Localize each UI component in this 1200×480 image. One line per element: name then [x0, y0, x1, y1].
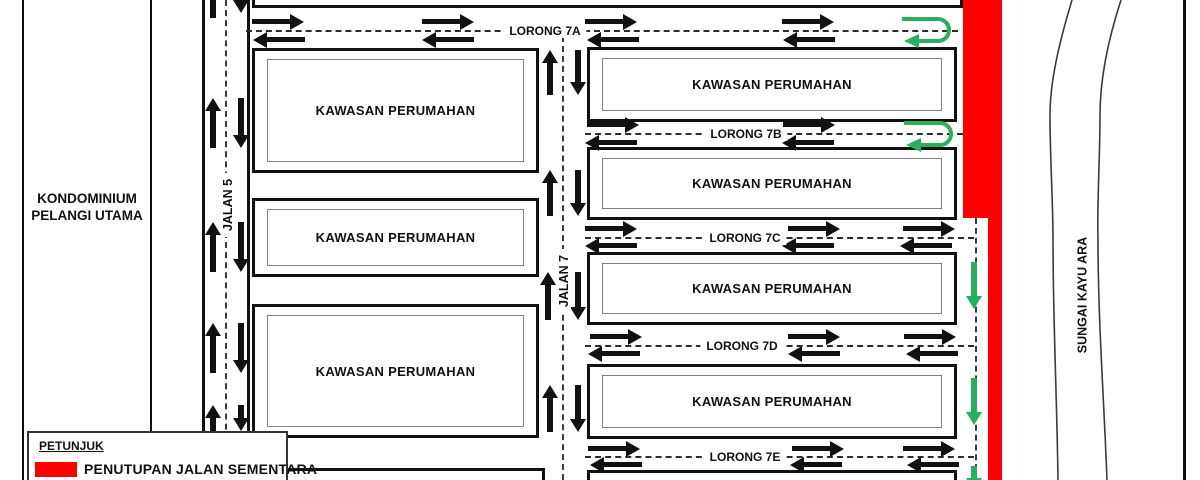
jalan5-centerline [225, 0, 227, 480]
traffic-arrow-left-icon [599, 243, 637, 248]
diversion-arrow-down-icon [971, 262, 977, 296]
housing-block-inner: KAWASAN PERUMAHAN [602, 375, 942, 428]
lorong7c-label: LORONG 7C [703, 231, 787, 245]
traffic-arrow-up-icon [210, 336, 216, 373]
traffic-arrow-left-icon [921, 462, 959, 467]
lorong7b-label: LORONG 7B [704, 127, 788, 141]
traffic-arrow-left-icon [920, 351, 958, 356]
traffic-arrow-up-icon [547, 63, 553, 95]
traffic-arrow-left-icon [436, 37, 474, 42]
traffic-arrow-left-icon [599, 140, 637, 145]
traffic-arrow-down-icon [238, 323, 244, 360]
diversion-arrow-down-icon [971, 378, 977, 412]
lorong7a-label: LORONG 7A [503, 24, 587, 38]
traffic-arrow-right-icon [252, 19, 290, 24]
housing-block-label: KAWASAN PERUMAHAN [692, 176, 852, 191]
housing-block-inner: KAWASAN PERUMAHAN [267, 209, 524, 266]
housing-block: KAWASAN PERUMAHAN [252, 304, 539, 438]
lorong7d-label: LORONG 7D [700, 339, 784, 353]
jalan5-west-edge [202, 0, 205, 480]
legend-item-label: PENUTUPAN JALAN SEMENTARA [84, 461, 318, 477]
legend-item: PENUTUPAN JALAN SEMENTARA [35, 461, 317, 477]
housing-block-label: KAWASAN PERUMAHAN [315, 363, 476, 379]
lorong7e-label: LORONG 7E [703, 450, 787, 464]
housing-block: KAWASAN PERUMAHAN [587, 252, 957, 325]
housing-block-label: KAWASAN PERUMAHAN [692, 77, 852, 92]
traffic-arrow-down-icon [238, 98, 244, 135]
traffic-arrow-down-icon [575, 170, 581, 203]
closure-bar-narrow [988, 218, 1002, 480]
traffic-arrow-right-icon [788, 226, 826, 231]
housing-block-label: KAWASAN PERUMAHAN [315, 230, 476, 245]
traffic-arrow-right-icon [782, 19, 820, 24]
u-turn-arrow-icon [902, 17, 951, 48]
diversion-arrow-down-icon [971, 466, 977, 478]
housing-block: KAWASAN PERUMAHAN [252, 198, 539, 277]
closure-bar-wide [963, 0, 1002, 218]
housing-block: KAWASAN PERUMAHAN [587, 364, 957, 439]
housing-block-top [252, 0, 963, 8]
traffic-arrow-down-icon [575, 385, 581, 419]
traffic-arrow-right-icon [588, 446, 626, 451]
traffic-arrow-right-icon [585, 226, 623, 231]
jalan7-label: JALAN 7 [557, 249, 571, 313]
jalan5-label: JALAN 5 [221, 173, 235, 237]
traffic-arrow-down-icon [238, 222, 244, 259]
traffic-arrow-left-icon [602, 351, 640, 356]
traffic-arrow-left-icon [796, 243, 834, 248]
traffic-arrow-up-icon [547, 183, 553, 216]
kondominium-label: KONDOMINIUM PELANGI UTAMA [31, 191, 143, 223]
housing-block-inner: KAWASAN PERUMAHAN [602, 158, 942, 209]
housing-block-inner: KAWASAN PERUMAHAN [267, 315, 524, 427]
map-right-border [1183, 0, 1186, 480]
closure-color-swatch [35, 461, 77, 477]
housing-block-inner: KAWASAN PERUMAHAN [267, 59, 524, 162]
traffic-arrow-left-icon [267, 37, 305, 42]
jalan5-east-edge [247, 0, 250, 480]
traffic-arrow-left-icon [796, 140, 834, 145]
lorong7a-centerline [246, 30, 958, 32]
traffic-arrow-up-icon [210, 418, 216, 431]
housing-block: KAWASAN PERUMAHAN [587, 47, 957, 122]
traffic-arrow-up-icon [210, 0, 216, 18]
housing-block-inner: KAWASAN PERUMAHAN [602, 263, 942, 314]
traffic-arrow-up-icon [210, 111, 216, 148]
traffic-arrow-up-icon [210, 235, 216, 272]
kondominium-block [22, 0, 152, 480]
traffic-arrow-right-icon [792, 446, 830, 451]
legend: PETUNJUK PENUTUPAN JALAN SEMENTARA [27, 431, 317, 480]
traffic-arrow-right-icon [904, 334, 942, 339]
housing-block: KAWASAN PERUMAHAN [252, 48, 539, 173]
traffic-arrow-left-icon [914, 243, 952, 248]
traffic-arrow-down-icon [575, 50, 581, 82]
housing-block-label: KAWASAN PERUMAHAN [692, 281, 852, 296]
traffic-arrow-right-icon [903, 446, 941, 451]
traffic-arrow-right-icon [788, 334, 826, 339]
traffic-arrow-up-icon [547, 398, 553, 432]
u-turn-arrow-icon [904, 121, 953, 152]
housing-block-inner: KAWASAN PERUMAHAN [602, 58, 942, 111]
traffic-arrow-left-icon [802, 351, 840, 356]
traffic-arrow-right-icon [422, 19, 460, 24]
traffic-arrow-down-icon [238, 405, 244, 418]
housing-block-bottom-right [587, 470, 957, 480]
housing-block-label: KAWASAN PERUMAHAN [315, 103, 476, 118]
housing-block: KAWASAN PERUMAHAN [587, 147, 957, 220]
diversion-road-centerline [975, 218, 977, 480]
traffic-arrow-down-icon [575, 272, 581, 307]
traffic-arrow-right-icon [783, 122, 821, 127]
traffic-arrow-right-icon [585, 19, 623, 24]
traffic-arrow-up-icon [545, 285, 551, 320]
housing-block-label: KAWASAN PERUMAHAN [692, 394, 852, 409]
river-lines [1049, 0, 1122, 480]
traffic-arrow-left-icon [601, 37, 639, 42]
traffic-arrow-right-icon [590, 334, 628, 339]
traffic-arrow-right-icon [903, 226, 941, 231]
traffic-arrow-right-icon [587, 122, 625, 127]
traffic-arrow-left-icon [804, 462, 842, 467]
traffic-arrow-left-icon [797, 37, 835, 42]
legend-title: PETUNJUK [39, 439, 104, 453]
traffic-arrow-left-icon [604, 462, 642, 467]
